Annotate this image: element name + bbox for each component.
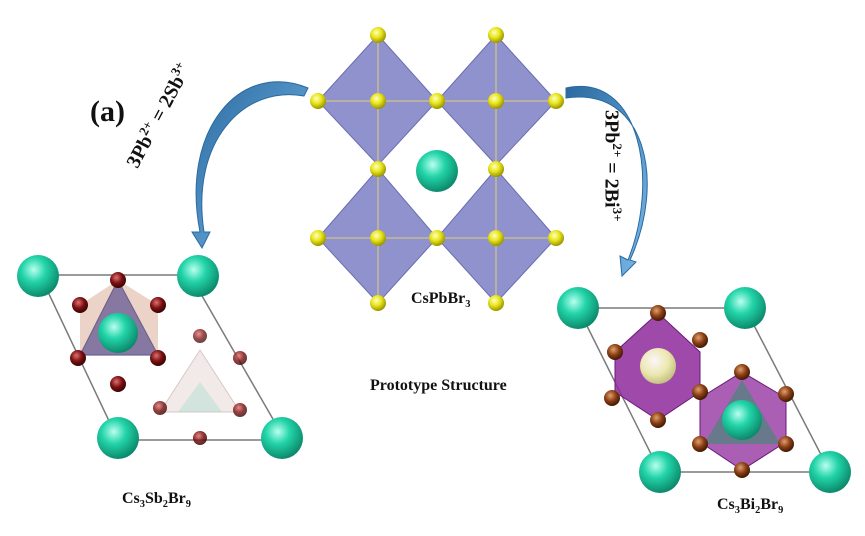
bromine-atoms xyxy=(310,27,564,311)
right-substitution-equation: 3Pb2+ = 2Bi3+ xyxy=(600,110,625,222)
cspbbr3-caption: CsPbBr3 xyxy=(411,290,471,311)
cesium-atoms xyxy=(557,287,851,493)
cs3bi2br9-caption: Cs3Bi2Br9 xyxy=(717,496,784,517)
prototype-structure-caption: Prototype Structure xyxy=(370,377,507,394)
cs3sb2br9-caption: Cs3Sb2Br9 xyxy=(122,490,191,511)
right-transformation-arrow xyxy=(565,85,648,278)
left-transformation-arrow xyxy=(191,81,309,250)
cesium-atoms xyxy=(17,255,303,459)
sb-polyhedron-ghost xyxy=(159,349,241,413)
sb-bromine-atoms xyxy=(70,272,247,445)
sb-polyhedron-ghost-tint xyxy=(178,382,222,412)
panel-label: (a) xyxy=(90,95,125,128)
cesium-atom xyxy=(416,150,458,192)
bi-central-atom xyxy=(640,348,676,384)
cs3sb2br9-structure xyxy=(17,255,303,459)
cs3bi2br9-structure xyxy=(557,287,851,493)
bi-bromine-atoms xyxy=(604,305,794,478)
cspbbr3-structure xyxy=(310,27,564,311)
